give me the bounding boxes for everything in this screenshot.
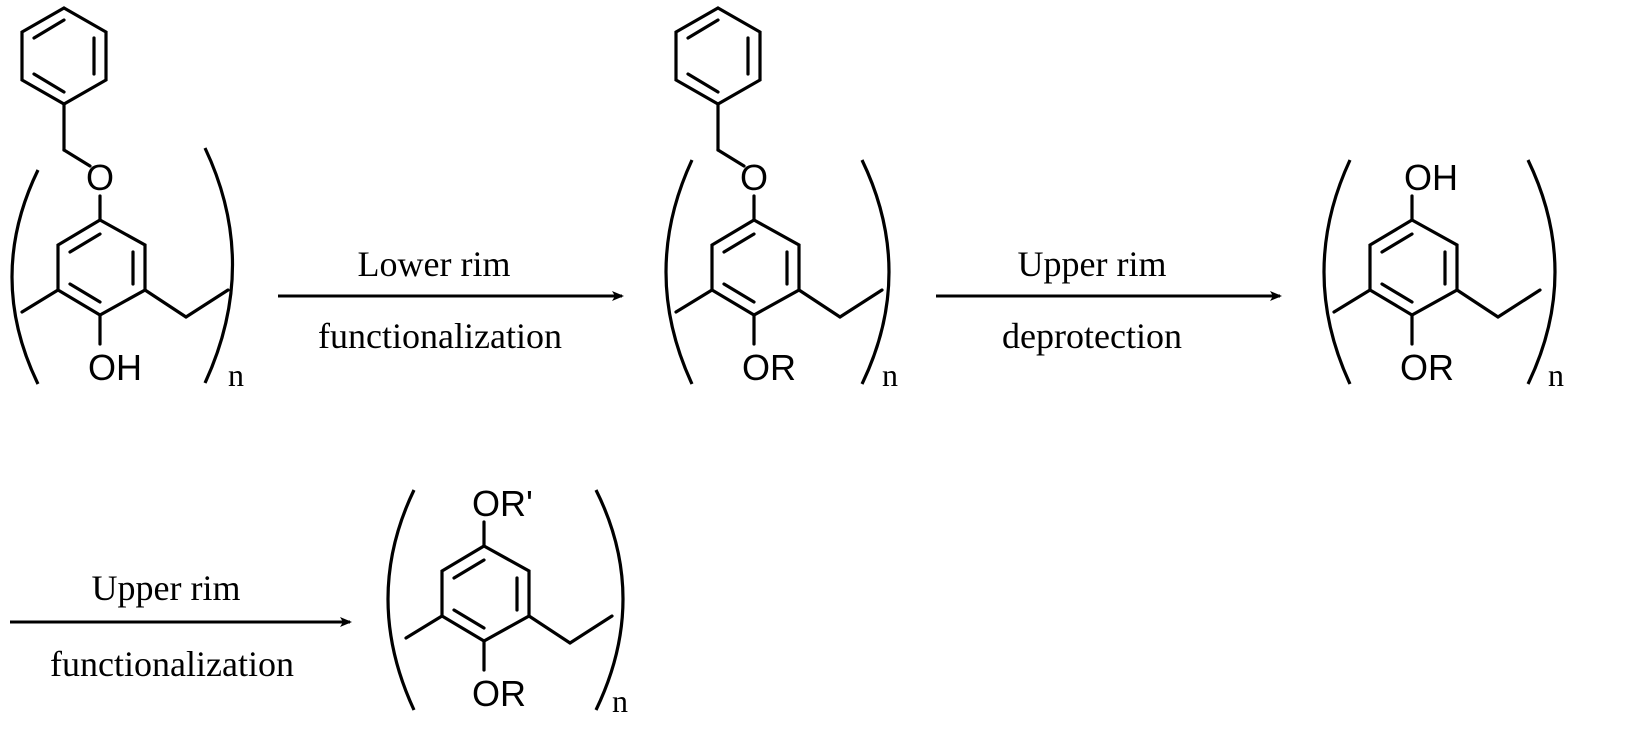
right-methylene-bond-a [797, 288, 842, 319]
upper-rim-group-label: OH [1404, 157, 1458, 198]
left-methylene-bond [404, 614, 444, 640]
left-methylene-bond [1332, 288, 1372, 314]
structure-3: OH OR n [1322, 157, 1564, 393]
right-bracket [594, 489, 625, 711]
arrow-1-label-line1: Lower rim [358, 244, 511, 284]
right-bracket [203, 147, 235, 384]
lower-rim-group-label: OH [88, 347, 142, 388]
right-bracket [1526, 159, 1557, 385]
aromatic-ring [440, 544, 531, 643]
arrow-1-label-line2: functionalization [318, 316, 562, 356]
right-methylene-bond-b [184, 288, 230, 319]
lower-rim-group-label: OR [472, 673, 526, 714]
arrow-3-label-line1: Upper rim [92, 568, 241, 608]
structure-4: OR' OR n [386, 483, 628, 719]
benzyl-phenyl-ring [20, 6, 108, 106]
aromatic-ring [56, 218, 147, 317]
arrow-3-label-line2: functionalization [50, 644, 294, 684]
right-methylene-bond-b [1496, 288, 1542, 319]
left-bracket [1322, 159, 1352, 385]
repeat-subscript: n [1548, 357, 1564, 393]
right-methylene-bond-a [527, 614, 572, 645]
right-methylene-bond-a [143, 288, 188, 319]
right-bracket [860, 159, 891, 385]
left-bracket [10, 169, 40, 385]
benzyl-phenyl-ring [674, 6, 762, 106]
left-methylene-bond [674, 288, 714, 314]
ether-oxygen-label: O [86, 157, 114, 198]
aromatic-ring [1368, 218, 1459, 317]
repeat-subscript: n [612, 683, 628, 719]
lower-rim-group-label: OR [742, 347, 796, 388]
ch2-o-bond [716, 148, 746, 168]
left-bracket [386, 489, 416, 711]
arrow-1: Lower rim functionalization [278, 244, 624, 356]
arrow-2-label-line2: deprotection [1002, 316, 1182, 356]
right-methylene-bond-b [568, 614, 614, 645]
left-bracket [664, 159, 694, 385]
structure-1: O OH n [10, 6, 244, 393]
arrow-3: Upper rim functionalization [10, 568, 352, 684]
lower-rim-group-label: OR [1400, 347, 1454, 388]
structure-2: O OR n [664, 6, 898, 393]
left-methylene-bond [20, 288, 60, 314]
ch2-o-bond [62, 148, 92, 168]
repeat-subscript: n [882, 357, 898, 393]
arrow-2: Upper rim deprotection [936, 244, 1282, 356]
ether-oxygen-label: O [740, 157, 768, 198]
repeat-subscript: n [228, 357, 244, 393]
upper-rim-group-label: OR' [472, 483, 533, 524]
aromatic-ring [710, 218, 801, 317]
right-methylene-bond-a [1455, 288, 1500, 319]
arrow-2-label-line1: Upper rim [1018, 244, 1167, 284]
right-methylene-bond-b [838, 288, 884, 319]
